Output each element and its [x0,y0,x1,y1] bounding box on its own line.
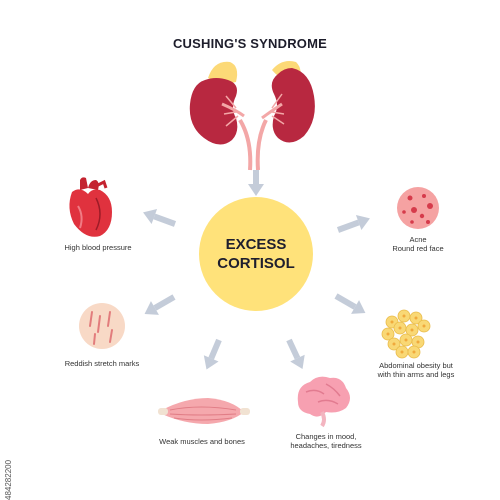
center-line1: EXCESS [225,236,287,253]
diagram-title: CUSHING'S SYNDROME [172,36,328,51]
arrow-to-brain [286,338,305,370]
arrow-to-skin [144,294,176,315]
arrow-to-heart [143,208,177,227]
arrows [143,170,370,370]
arrow-down [248,170,264,196]
label-mood-changes: Changes in mood, headaches, tiredness [290,432,362,450]
label-high-blood-pressure: High blood pressure [64,243,132,252]
muscle-icon [158,398,250,424]
stock-id: 484282200 [4,459,13,500]
kidneys-icon [189,61,315,171]
brain-icon [297,376,350,428]
heart-icon [69,177,112,237]
label-weak-muscles: Weak muscles and bones [159,437,245,446]
arrow-to-muscle [203,338,222,370]
acne-icon [397,187,439,229]
cortisol-label: EXCESS CORTISOL [199,235,313,273]
arrow-to-fat [334,293,366,314]
arrow-to-acne [336,214,370,233]
label-abdominal-obesity: Abdominal obesity but with thin arms and… [377,361,455,379]
cortisol-circle [199,197,313,311]
label-acne: Acne Round red face [392,235,444,253]
center-line2: CORTISOL [217,255,295,272]
skin-stretch-icon [79,303,125,349]
label-stretch-marks: Reddish stretch marks [64,359,140,368]
fat-cells-icon [381,309,431,359]
